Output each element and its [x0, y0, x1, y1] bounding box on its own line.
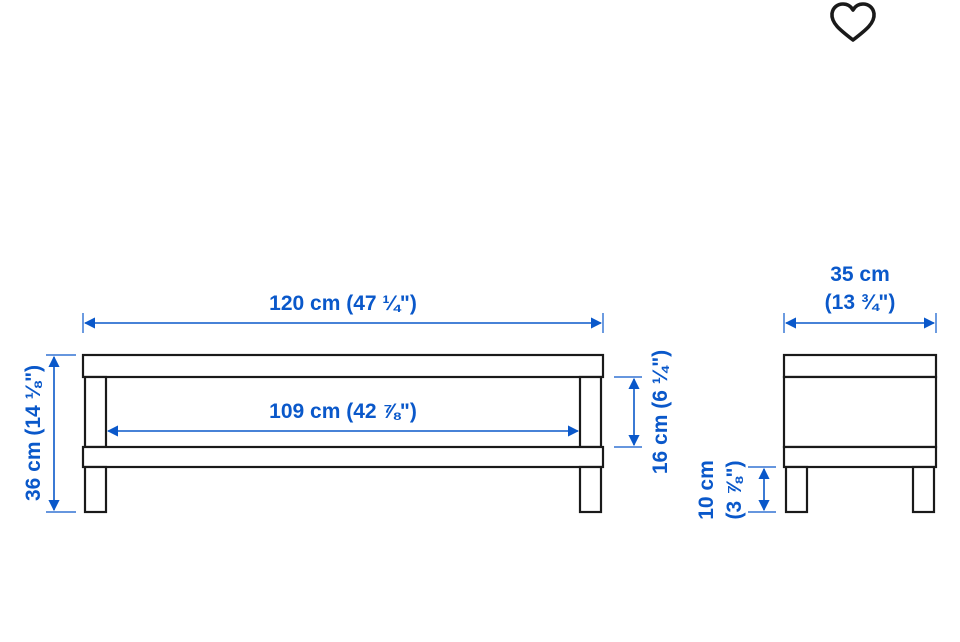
front-left-lower-leg	[83, 465, 108, 514]
shelf-height-label-line1: 10 cm	[695, 460, 718, 520]
side-view-drawing	[782, 353, 938, 514]
side-top-board	[782, 353, 938, 379]
front-view-drawing	[81, 353, 605, 514]
front-left-upper-leg	[83, 375, 108, 449]
inner-width-label: 109 cm (42 ⅞")	[269, 400, 417, 423]
side-body	[782, 375, 938, 449]
heart-outline-icon	[830, 2, 876, 42]
shelf-height-label-line2: (3 ⅞")	[723, 461, 746, 520]
front-right-lower-leg	[578, 465, 603, 514]
height-label: 36 cm (14 ⅛")	[22, 365, 45, 501]
shelf-gap-label: 16 cm (6 ¼")	[649, 350, 672, 474]
overall-width-label: 120 cm (47 ¼")	[269, 292, 417, 315]
depth-label-line1: 35 cm	[830, 263, 890, 286]
depth-label-line2: (13 ¾")	[825, 291, 896, 314]
dimension-labels: 120 cm (47 ¼") 109 cm (42 ⅞") 36 cm (14 …	[22, 263, 895, 520]
favorite-button[interactable]	[826, 0, 880, 46]
side-left-leg	[784, 465, 809, 514]
side-shelf-board	[782, 445, 938, 469]
side-right-leg	[911, 465, 936, 514]
front-shelf-board	[81, 445, 605, 469]
front-top-board	[81, 353, 605, 379]
dimension-lines	[46, 313, 937, 513]
front-right-upper-leg	[578, 375, 603, 449]
